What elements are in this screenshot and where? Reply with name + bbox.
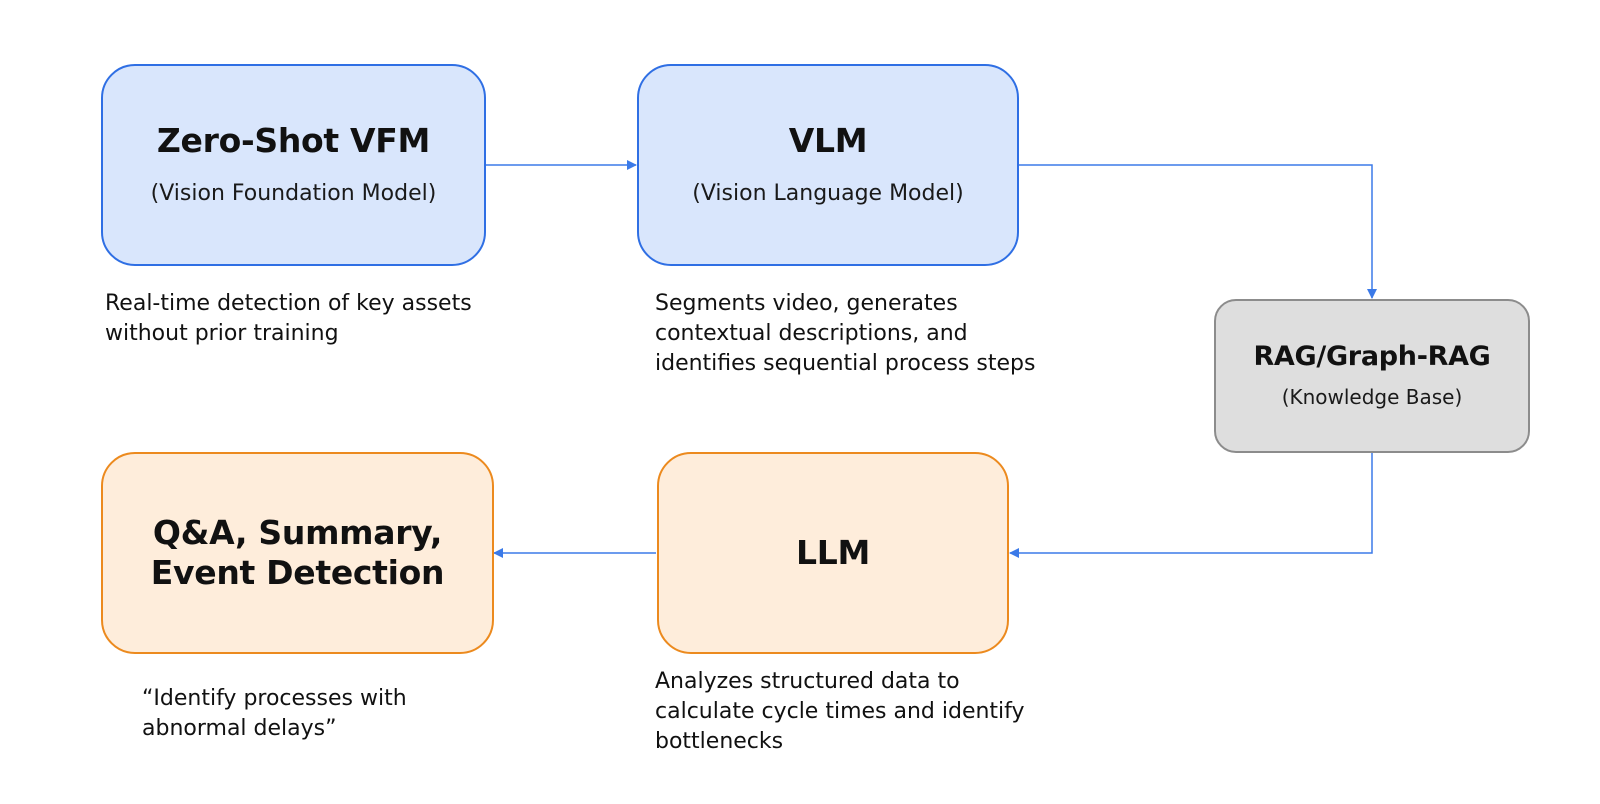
node-llm: LLM <box>657 452 1009 654</box>
node-zero-shot-vfm: Zero-Shot VFM (Vision Foundation Model) <box>101 64 486 266</box>
description-qa: “Identify processes with abnormal delays… <box>142 686 407 741</box>
arrow-rag-to-llm <box>1009 453 1373 558</box>
node-title: Q&A, Summary, Event Detection <box>150 513 445 592</box>
node-title: VLM <box>788 121 868 160</box>
arrow-vlm-to-rag <box>1019 164 1377 299</box>
node-qa-summary-event-detection: Q&A, Summary, Event Detection <box>101 452 494 654</box>
node-subtitle: (Vision Foundation Model) <box>150 181 437 206</box>
description-vlm: Segments video, generates contextual des… <box>655 291 1036 376</box>
node-title: Zero-Shot VFM <box>156 121 431 160</box>
node-title: LLM <box>796 533 870 572</box>
node-rag-graph-rag: RAG/Graph-RAG (Knowledge Base) <box>1214 299 1530 453</box>
node-title: RAG/Graph-RAG <box>1253 341 1491 372</box>
description-llm: Analyzes structured data to calculate cy… <box>655 669 1025 754</box>
description-vfm: Real-time detection of key assets withou… <box>105 291 472 346</box>
node-subtitle: (Vision Language Model) <box>692 181 964 206</box>
node-vlm: VLM (Vision Language Model) <box>637 64 1019 266</box>
node-subtitle: (Knowledge Base) <box>1281 385 1463 409</box>
